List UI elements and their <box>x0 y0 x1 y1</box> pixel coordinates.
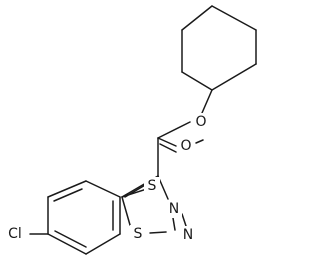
ester-group <box>157 89 213 177</box>
bond <box>157 137 177 147</box>
chlorine-label: Cl <box>8 226 22 242</box>
carbonyl-oxygen-label: O <box>180 138 191 154</box>
bond <box>181 5 213 31</box>
bond <box>47 180 87 198</box>
ring-sulfur-label: S <box>134 226 143 242</box>
bond <box>54 230 87 248</box>
bond <box>157 121 191 139</box>
ring-nitrogen-lower-label: N <box>183 227 193 243</box>
bond <box>201 89 213 114</box>
bond <box>85 180 121 198</box>
bond <box>159 143 177 153</box>
ester-oxygen-label: O <box>195 114 206 130</box>
bond <box>121 196 131 226</box>
bond <box>149 231 167 234</box>
chemical-structure-diagram: O O S S N N Cl <box>3 5 257 255</box>
atom-labels: O O S S N N Cl <box>3 113 209 244</box>
bond <box>181 71 213 91</box>
bond <box>211 5 257 31</box>
chlorophenyl-ring <box>47 180 121 255</box>
bond <box>47 233 87 255</box>
bond <box>85 233 121 255</box>
ring-nitrogen-upper-label: N <box>169 201 179 217</box>
thioether-sulfur-label: S <box>148 178 157 194</box>
bond <box>211 63 257 91</box>
cyclohexyl-ring <box>181 5 257 91</box>
bond <box>181 213 187 227</box>
bond <box>195 139 204 144</box>
bond <box>53 188 83 202</box>
